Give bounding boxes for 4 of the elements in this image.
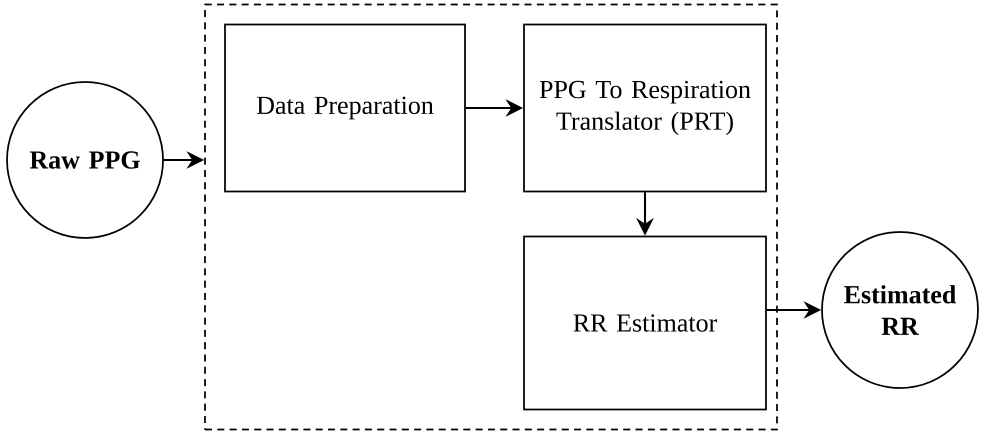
process-box: PPG To Respiration Translator (PRT) [523,24,767,192]
process-box: RR Estimator [523,236,767,410]
process-box: Data Preparation [224,24,466,192]
dashed-frame [204,4,778,430]
